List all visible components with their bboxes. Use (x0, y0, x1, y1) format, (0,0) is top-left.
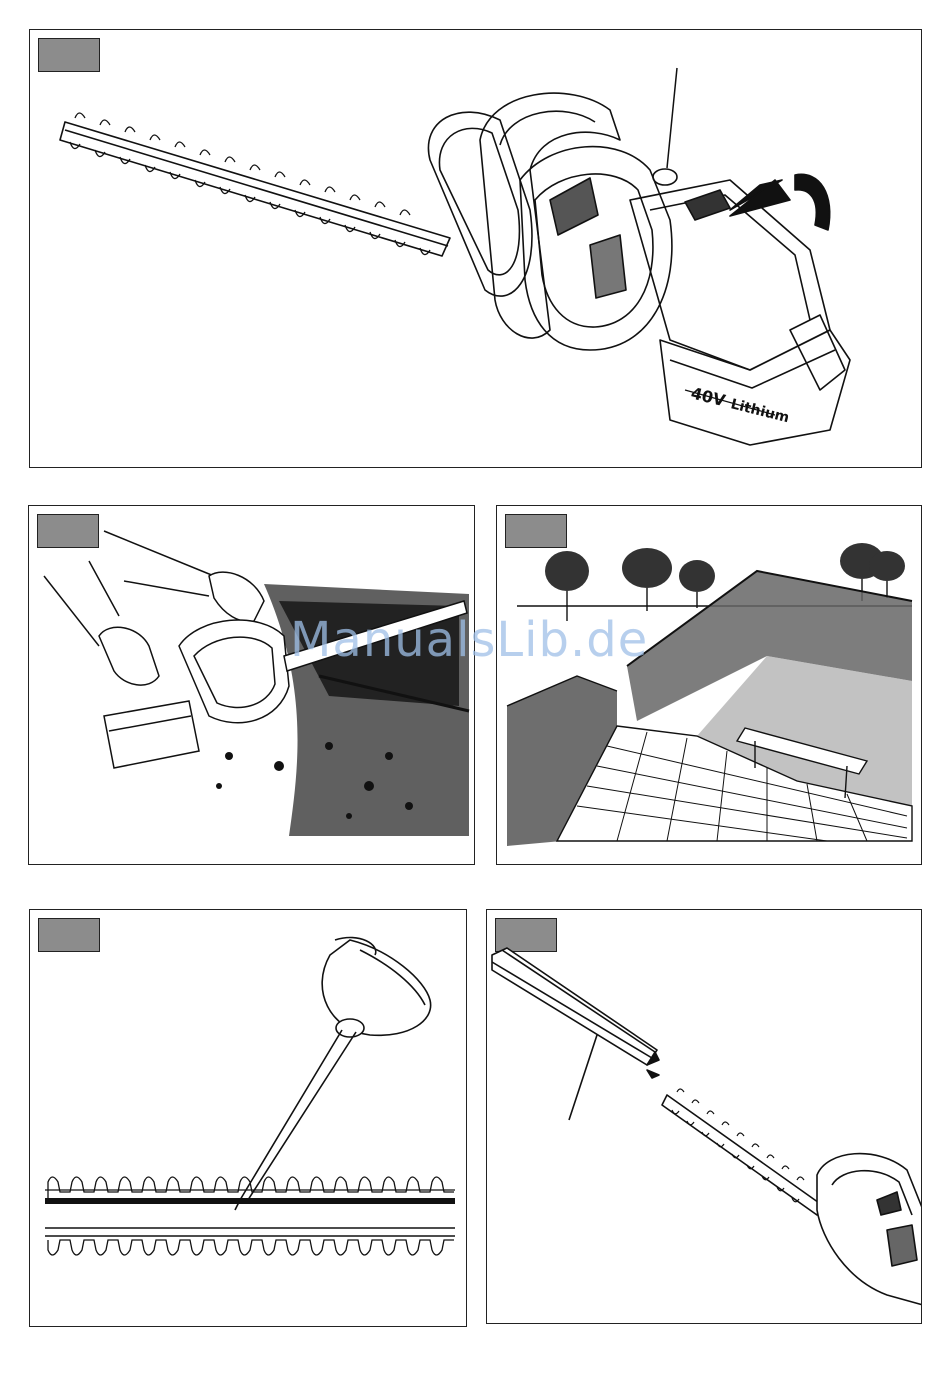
battery-chemistry-label: Lithium (729, 396, 791, 426)
two-hand-operation-illustration (29, 506, 475, 865)
figure-panel-two-hand-operation (28, 505, 475, 865)
figure-panel-garden-hedges (496, 505, 922, 865)
figure-panel-oiling-blade (29, 909, 467, 1327)
blade-guard-illustration (487, 910, 922, 1324)
figure-panel-trimmer-handle: 40V Lithium (29, 29, 922, 468)
garden-hedges-illustration (497, 506, 922, 865)
trimmer-handle-illustration: 40V Lithium (30, 30, 922, 468)
oiling-blade-illustration (30, 910, 467, 1327)
figure-panel-blade-guard (486, 909, 922, 1324)
battery-voltage-label: 40V (689, 383, 728, 410)
